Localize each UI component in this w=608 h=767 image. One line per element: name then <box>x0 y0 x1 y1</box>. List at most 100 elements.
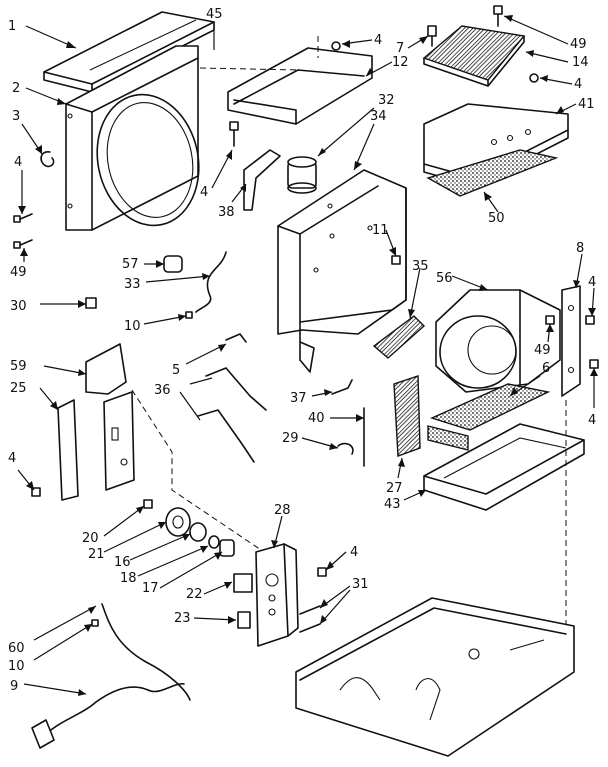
part-spring-lower <box>197 409 255 463</box>
part-side-plate <box>57 399 79 501</box>
part-side-grille <box>393 375 421 457</box>
part-wire-33 <box>195 251 227 313</box>
callout-2: 2 <box>12 81 20 96</box>
part-clip-37 <box>331 379 353 395</box>
screw-left-lower <box>13 239 33 249</box>
part-spring-upper <box>205 367 267 411</box>
callout-labels: 1 45 2 3 4 49 30 4 7 12 32 34 4 38 49 14… <box>8 7 596 694</box>
callout-40: 40 <box>308 411 325 426</box>
callout-37: 37 <box>290 391 307 406</box>
callout-21: 21 <box>88 547 105 562</box>
callout-59: 59 <box>10 359 27 374</box>
part-grille <box>372 315 426 359</box>
callout-9: 9 <box>10 679 18 694</box>
callout-8: 8 <box>576 241 584 256</box>
callout-1: 1 <box>8 19 16 34</box>
callout-4: 4 <box>588 275 596 290</box>
screw-cabinet <box>391 255 401 265</box>
part-power-cord <box>43 683 185 737</box>
part-clip <box>40 151 55 168</box>
part-side-bracket <box>561 285 581 397</box>
screw-left-upper <box>13 213 33 223</box>
callout-49: 49 <box>534 343 551 358</box>
callout-12: 12 <box>392 55 409 70</box>
part-thermostat <box>237 611 251 629</box>
guide-line-mid <box>199 67 301 71</box>
part-control-panel <box>85 343 135 491</box>
screw-right-lower <box>589 359 599 369</box>
screw-blower <box>545 315 555 325</box>
callout-45: 45 <box>206 7 223 22</box>
callout-30: 30 <box>10 299 27 314</box>
callout-27: 27 <box>386 481 403 496</box>
callout-60: 60 <box>8 641 25 656</box>
callout-49: 49 <box>570 37 587 52</box>
callout-38: 38 <box>218 205 235 220</box>
callout-18: 18 <box>120 571 137 586</box>
callout-4: 4 <box>574 77 582 92</box>
screw-mid-left <box>229 121 239 147</box>
screw-top-right <box>493 5 503 27</box>
screw-top-center <box>427 25 437 47</box>
part-foam-pad <box>426 149 559 197</box>
callout-28: 28 <box>274 503 291 518</box>
callout-25: 25 <box>10 381 27 396</box>
callout-34: 34 <box>370 109 387 124</box>
part-cabinet <box>277 169 407 373</box>
callout-29: 29 <box>282 431 299 446</box>
callout-4: 4 <box>588 413 596 428</box>
part-nut <box>85 297 97 309</box>
screw-10a <box>185 311 193 319</box>
part-plug <box>31 719 55 749</box>
callout-10: 10 <box>8 659 25 674</box>
callout-33: 33 <box>124 277 141 292</box>
screw-right-mid <box>585 315 595 325</box>
callout-4: 4 <box>200 185 208 200</box>
part-wire-harness <box>101 603 191 701</box>
screw-10b <box>91 619 99 627</box>
leader-lines <box>17 15 598 696</box>
part-base-pan <box>295 597 575 757</box>
callout-35: 35 <box>412 259 429 274</box>
callout-14: 14 <box>572 55 589 70</box>
callout-32: 32 <box>378 93 395 108</box>
callout-50: 50 <box>488 211 505 226</box>
part-control-bracket <box>255 543 299 647</box>
callout-23: 23 <box>174 611 191 626</box>
part-switch <box>163 255 183 273</box>
callout-16: 16 <box>114 555 131 570</box>
callout-56: 56 <box>436 271 453 286</box>
screw-31 <box>299 605 321 633</box>
part-capacitor <box>287 156 317 194</box>
callout-4: 4 <box>8 451 16 466</box>
part-mesh-filter <box>422 25 526 87</box>
callout-49: 49 <box>10 265 27 280</box>
callout-5: 5 <box>172 363 180 378</box>
callout-36: 36 <box>154 383 171 398</box>
callout-17: 17 <box>142 581 159 596</box>
callout-7: 7 <box>396 41 404 56</box>
callout-22: 22 <box>186 587 203 602</box>
screw-right-upper <box>529 73 539 83</box>
part-drain-pan <box>423 423 585 511</box>
callout-4: 4 <box>350 545 358 560</box>
callout-6: 6 <box>542 361 550 376</box>
callout-10: 10 <box>124 319 141 334</box>
callout-11: 11 <box>372 223 389 238</box>
part-top-cover <box>423 103 569 187</box>
part-wire-link <box>337 442 354 455</box>
part-relay <box>233 573 253 593</box>
screw-left-bottom <box>31 487 41 497</box>
screw-bracket <box>317 567 327 577</box>
part-strap <box>243 149 281 211</box>
part-blower-housing <box>435 289 561 393</box>
part-spring-5 <box>225 333 247 343</box>
callout-41: 41 <box>578 97 595 112</box>
callout-20: 20 <box>82 531 99 546</box>
callout-57: 57 <box>122 257 139 272</box>
callout-43: 43 <box>384 497 401 512</box>
part-front-frame <box>65 45 200 231</box>
part-knob-stack <box>143 499 235 557</box>
part-filter-pad <box>430 383 551 431</box>
